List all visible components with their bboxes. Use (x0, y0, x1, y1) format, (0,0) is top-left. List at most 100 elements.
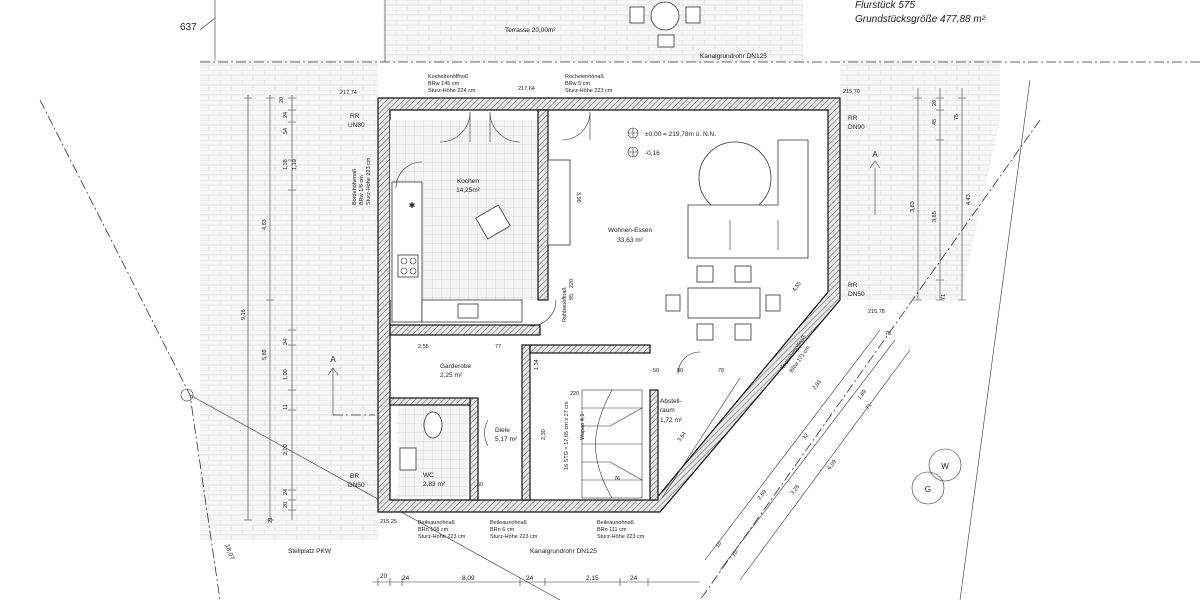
drain-labels: Kanalgrundrohr DN125 Kanalgrundrohr DN12… (348, 53, 865, 555)
label-dims-right-d5: 3,83 (910, 201, 916, 212)
drain-bottom: Kanalgrundrohr DN125 (530, 548, 597, 555)
round-table-icon (698, 141, 772, 215)
survey-point-icon (180, 388, 194, 402)
label-dims-inner-i9: 50 (653, 368, 659, 374)
wc-fixtures (399, 411, 443, 471)
staircase: 16 STG = 17,65 cm x 27 cm Wapao 4,1 (564, 389, 643, 499)
compass: W G (911, 448, 962, 505)
label-dims-diag-a9: 10 (731, 550, 739, 559)
label-drains-br-a: BR (350, 473, 359, 480)
kitchen-counter: ✱ (391, 159, 571, 323)
label-dims-inner-i12: 220 (570, 391, 579, 397)
label-dims-bottom-b3: 8,09 (462, 575, 475, 582)
label-dims-inner-i10: 80 (677, 368, 683, 374)
level-minus: -0,16 (645, 150, 660, 157)
label-dims-left-d15: 21 (268, 517, 274, 523)
dining-table-icon (687, 287, 761, 319)
dimension-lines-right: 20 45 75 3,65 3,83 4,43 71 (910, 88, 972, 301)
label-drains-rr-right-b: DN90 (848, 124, 865, 131)
label-dims-bottom-b6: 24 (630, 575, 638, 582)
interior-walls (389, 109, 659, 501)
parcel-number: Flurstück 575 (855, 0, 915, 11)
drain-top: Kanalgrundrohr DN125 (700, 53, 767, 60)
label-drains-rr-right2-b: DN50 (848, 291, 865, 298)
label-dims-right-d4: 3,65 (932, 211, 938, 222)
label-windows-rough: Rohbauöffnaß (562, 287, 568, 322)
section-a-left: A (330, 355, 336, 364)
parcel-boundary (39, 0, 1200, 600)
label-drains-br-b: DN50 (348, 482, 365, 489)
label-windows-side-b: BRw 1/8 cm (359, 175, 365, 205)
parcel-area: Grundstücksgröße 477,88 m² (855, 14, 986, 25)
label-dims-left-d12: 2,00 (283, 444, 289, 455)
label-dims-right-d1: 20 (932, 100, 938, 106)
label-windows-w1-a: Kochelrenöffnoß (428, 74, 469, 80)
label-dims-left-d13: 24 (283, 489, 289, 495)
section-a-right: A (872, 150, 878, 159)
living-furniture (665, 139, 809, 341)
level-zero: ±0,00 = 219,78m ü. N.N. (645, 131, 716, 138)
label-windows-w2-c: Sturz-Höhe 223 cm (565, 88, 613, 94)
kitchen-name: Kochen (457, 178, 479, 185)
living-name: Wohnen-Essen (608, 227, 653, 234)
label-dims-diag-a8: 10 (715, 541, 723, 550)
label-windows-b2-a: Beileaunohnaß (490, 520, 528, 526)
slope-dim: 18,07 (223, 543, 235, 561)
dimension-lines-bottom: 20 24 8,09 24 2,15 24 (372, 573, 700, 586)
label-dims-diag-a3: 32 (802, 433, 810, 442)
label-dims-diag-a4: 71 (865, 403, 873, 412)
label-windows-b3-b: BRn 111 cm (597, 527, 627, 533)
label-windows-b1-c: Sturz-Höhe 223 cm (418, 534, 466, 540)
section-markers: A A (327, 150, 881, 416)
label-dims-left-d6: 4,63 (262, 219, 268, 230)
label-windows-b1-b: BRn 108 cm (418, 527, 449, 533)
label-dims-inner-i4: 2,30 (541, 429, 547, 440)
outer-walls (377, 97, 841, 513)
dimension-lines-diagonal: 2,83 1,69 32 71 6,09 3,28 2,69 10 10 75 (704, 329, 911, 581)
level-r: 215,78 (868, 309, 885, 315)
label-dims-left-d7: 9,16 (241, 309, 247, 320)
terrace-table (629, 1, 701, 48)
parking-label: Stellplatz PKW (288, 548, 332, 555)
living-area: 33,63 m² (617, 237, 643, 244)
level-bl: 215,25 (380, 519, 397, 525)
label-windows-w2-a: Rocheienhönaß (565, 74, 604, 80)
wardrobe-name: Garderobe (440, 363, 471, 370)
label-dims-bottom-b4: 24 (526, 575, 534, 582)
label-drains-rr-left-a: RR (350, 113, 360, 120)
label-dims-left-d10: 1,00 (283, 369, 289, 380)
parcel-left: 637 (180, 22, 197, 33)
wc-area: 2,83 m² (423, 481, 446, 488)
toilet-icon (423, 411, 443, 439)
label-windows-b3-c: Sturz-Höhe 223 cm (597, 534, 645, 540)
label-dims-bottom-b2: 24 (402, 575, 410, 582)
label-dims-left-d8: 5,89 (262, 349, 268, 360)
hall-name: Diele (495, 427, 510, 434)
level-tm: 217,64 (518, 86, 535, 92)
label-dims-inner-i5: 60 (477, 482, 483, 488)
sink-icon (399, 447, 417, 471)
label-windows-w2-b: BRw 5 cm (565, 81, 590, 87)
terrace-label: Terrasse 20,00m² (505, 27, 556, 34)
label-drains-rr-right-a: RR (848, 115, 858, 122)
label-dims-left-d1: 20 (279, 97, 285, 103)
label-windows-b2-b: BRn 6 cm (490, 527, 515, 533)
stair-spec: 16 STG = 17,65 cm x 27 cm (564, 401, 570, 470)
hall-area: 5,17 m² (495, 436, 518, 443)
label-dims-left-d3: 54 (283, 128, 289, 134)
inner-dimensions: 2,55 77 1,34 2,30 60 3,96 220 95 50 80 7… (418, 192, 803, 488)
label-windows-side-a: Bördehöhenaß (352, 168, 358, 205)
kitchen-chair-icon (475, 204, 511, 240)
room-labels: Kochen 14,25m² Wohnen-Essen 33,63 m² Gar… (423, 178, 683, 488)
label-dims-diag-a7: 2,69 (757, 489, 768, 501)
label-dims-inner-i8: 95 (569, 294, 575, 300)
doors (395, 111, 701, 447)
label-dims-left-d4: 1,38 (283, 159, 289, 170)
label-dims-inner-i1: 2,55 (418, 344, 429, 350)
label-dims-left-d5: 1,10 (292, 159, 298, 170)
stair-spec-2: Wapao 4,1 (580, 414, 586, 440)
label-dims-left-d9: 24 (283, 339, 289, 345)
label-dims-inner-i6: 3,96 (575, 192, 581, 203)
label-dims-left-d2: 24 (283, 112, 289, 118)
